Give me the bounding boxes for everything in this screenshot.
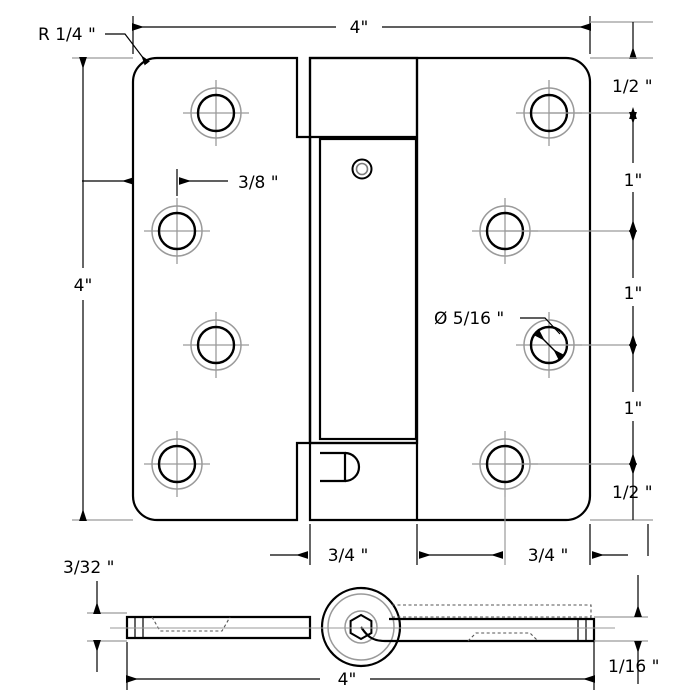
hole-upper-left bbox=[144, 198, 210, 264]
side-left-leaf bbox=[125, 615, 312, 640]
dimension-side-width: 4" bbox=[126, 642, 595, 690]
knuckle-barrel-outer bbox=[308, 56, 419, 445]
dimension-hole-offset: 3/8 " bbox=[176, 169, 279, 196]
side-view-group bbox=[110, 586, 615, 668]
side-right-leaf-hidden-detail bbox=[467, 632, 539, 642]
right-leaf-outline bbox=[308, 56, 592, 522]
center-pivot-screw bbox=[351, 158, 373, 180]
knuckle-barrel-inner bbox=[318, 137, 418, 441]
dim-corner-radius-label: R 1/4 " bbox=[38, 25, 96, 45]
hole-bottom-left bbox=[144, 431, 210, 497]
dim-side-thickness-label: 3/32 " bbox=[63, 558, 114, 578]
hole-lower-left bbox=[183, 312, 249, 378]
dim-left-height-label: 4" bbox=[74, 276, 93, 296]
dimension-side-thickness: 3/32 " bbox=[63, 558, 127, 672]
hole-top-left bbox=[183, 80, 249, 146]
front-view-group bbox=[131, 56, 633, 522]
catch-pin bbox=[344, 451, 361, 483]
hex-socket-icon bbox=[349, 613, 373, 641]
dim-right-top-edge-label: 1/2 " bbox=[612, 77, 653, 97]
dim-hole-offset-label: 3/8 " bbox=[238, 173, 279, 193]
dim-side-leaf-thickness-label: 1/16 " bbox=[608, 657, 659, 677]
dimension-side-leaf-thickness: 1/16 " bbox=[594, 575, 659, 684]
side-right-leaf-hidden-top bbox=[392, 604, 592, 619]
dim-right-gap-1-label: 1" bbox=[624, 171, 643, 191]
dim-right-gap-2-label: 1" bbox=[624, 284, 643, 304]
dimension-bottom-chain: 3/4 " 3/4 " bbox=[270, 497, 649, 566]
catch-notch bbox=[320, 451, 347, 483]
dimension-top-width: 4" bbox=[132, 16, 591, 54]
dim-hole-diameter-label: Ø 5/16 " bbox=[434, 309, 504, 329]
dimension-left-height: 4" bbox=[72, 57, 133, 521]
left-leaf-outline bbox=[131, 56, 312, 522]
dim-bottom-right-spacing-label: 3/4 " bbox=[528, 546, 569, 566]
dimension-right-chain: 1/2 " 1" 1" 1" 1/2 " bbox=[590, 21, 653, 521]
dim-bottom-left-spacing-label: 3/4 " bbox=[328, 546, 369, 566]
callout-corner-radius: R 1/4 " bbox=[38, 25, 150, 66]
dim-right-gap-3-label: 1" bbox=[624, 399, 643, 419]
side-right-leaf bbox=[360, 617, 596, 643]
dim-right-bottom-edge-label: 1/2 " bbox=[612, 483, 653, 503]
side-left-leaf-hidden-detail bbox=[151, 616, 231, 632]
callout-hole-diameter: Ø 5/16 " bbox=[434, 309, 565, 361]
dim-top-width-label: 4" bbox=[350, 18, 369, 38]
dim-side-width-label: 4" bbox=[338, 670, 357, 690]
side-knuckle bbox=[320, 586, 402, 668]
